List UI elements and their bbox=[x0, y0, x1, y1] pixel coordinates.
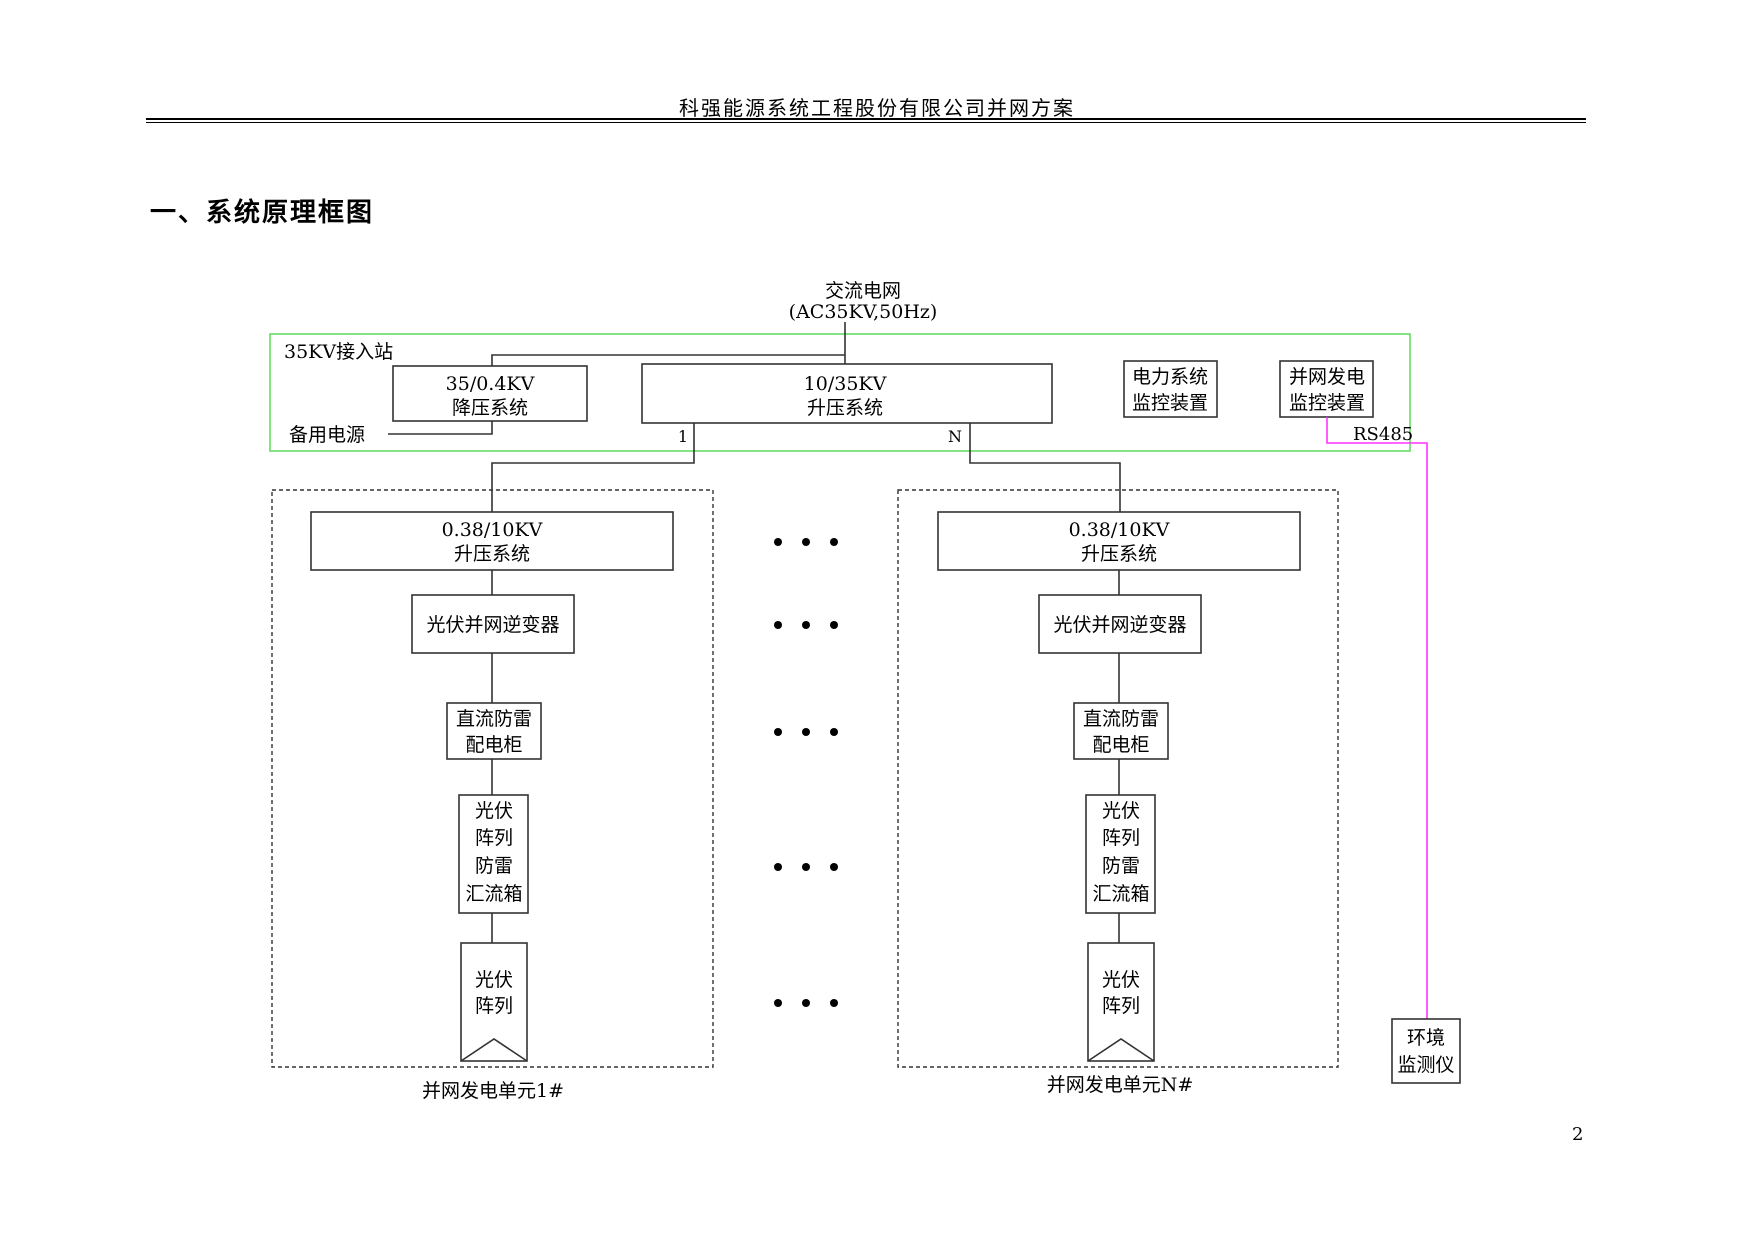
ellipsis-dot bbox=[802, 538, 810, 546]
env-monitor-line1: 环境 bbox=[1407, 1027, 1445, 1049]
unit-1-combiner-line4: 汇流箱 bbox=[465, 883, 522, 905]
grid-monitor-box bbox=[1279, 360, 1374, 418]
ellipsis-dot bbox=[774, 538, 782, 546]
unit-n-combiner-line3: 防雷 bbox=[1102, 855, 1140, 877]
unit-n-combiner-line1: 光伏 bbox=[1102, 800, 1140, 822]
unit-n-combiner-line2: 阵列 bbox=[1102, 827, 1140, 849]
unit-n-stepup-line2: 升压系统 bbox=[1081, 543, 1157, 565]
stepup-main-box bbox=[641, 363, 1053, 424]
backup-power-line bbox=[388, 421, 493, 435]
header-rule bbox=[146, 118, 1586, 120]
ellipsis-dot bbox=[830, 538, 838, 546]
unit-1-container bbox=[271, 489, 714, 1068]
ellipsis-dot bbox=[802, 999, 810, 1007]
env-monitor-box bbox=[1391, 1018, 1461, 1084]
power-monitor-box bbox=[1123, 360, 1218, 418]
grid-monitor-line2: 监控装置 bbox=[1289, 392, 1365, 414]
unit-1-combiner-box bbox=[458, 794, 529, 914]
ellipsis-dot bbox=[774, 999, 782, 1007]
ellipsis-dot bbox=[774, 621, 782, 629]
stepdown-line1: 35/0.4KV bbox=[446, 373, 535, 395]
ellipsis-dot bbox=[830, 863, 838, 871]
backup-power-label: 备用电源 bbox=[289, 424, 365, 446]
unit-n-array-line1: 光伏 bbox=[1102, 969, 1140, 991]
unit-1-label: 并网发电单元1# bbox=[422, 1080, 564, 1102]
generation-unit-n: 0.38/10KV 升压系统 光伏并网逆变器 直流防雷 配电柜 光伏 阵列 防雷… bbox=[897, 489, 1339, 1096]
unit-1-stepup-line1: 0.38/10KV bbox=[442, 519, 543, 541]
unit-1-inverter-label: 光伏并网逆变器 bbox=[426, 614, 559, 636]
station-label: 35KV接入站 bbox=[284, 341, 393, 363]
stepup-main-line1: 10/35KV bbox=[804, 373, 887, 395]
unit-1-array-line1: 光伏 bbox=[475, 969, 513, 991]
unit-1-array-box bbox=[460, 942, 528, 1062]
stepup-port-first: 1 bbox=[678, 427, 688, 446]
unit-n-stepup-line1: 0.38/10KV bbox=[1069, 519, 1170, 541]
stepdown-system-box bbox=[392, 365, 588, 422]
unit-n-label: 并网发电单元N# bbox=[1047, 1074, 1194, 1096]
ellipsis-dot bbox=[830, 621, 838, 629]
unit-n-array-chevron bbox=[1087, 1038, 1155, 1062]
stepup-main-line2: 升压系统 bbox=[807, 397, 883, 419]
unit-1-combiner-line3: 防雷 bbox=[475, 855, 513, 877]
unit-n-inverter-box bbox=[1038, 594, 1202, 654]
unit-1-dc-cabinet-line2: 配电柜 bbox=[465, 734, 522, 756]
ellipsis-dot bbox=[830, 728, 838, 736]
ellipsis-dot bbox=[774, 863, 782, 871]
ellipsis-dots bbox=[774, 538, 838, 1007]
ellipsis-dot bbox=[830, 999, 838, 1007]
unit-n-array-box bbox=[1087, 942, 1155, 1062]
unit-1-array-chevron bbox=[460, 1038, 528, 1062]
rs485-link-line bbox=[1326, 417, 1428, 1019]
ellipsis-dot bbox=[774, 728, 782, 736]
unit-n-array-line2: 阵列 bbox=[1102, 995, 1140, 1017]
generation-unit-1: 0.38/10KV 升压系统 光伏并网逆变器 直流防雷 配电柜 光伏 阵列 防雷… bbox=[271, 489, 714, 1102]
stepup-port-last: N bbox=[948, 427, 962, 446]
unit-1-combiner-line1: 光伏 bbox=[475, 800, 513, 822]
feeder-line-unit-n bbox=[969, 423, 1121, 512]
power-monitor-line1: 电力系统 bbox=[1132, 366, 1208, 388]
station-container bbox=[269, 333, 1411, 452]
unit-n-dc-cabinet-line1: 直流防雷 bbox=[1083, 708, 1159, 730]
page-number: 2 bbox=[1572, 1124, 1584, 1145]
unit-1-dc-cabinet-box bbox=[446, 702, 542, 760]
stepdown-feeder-line bbox=[491, 354, 845, 366]
unit-1-dc-cabinet-line1: 直流防雷 bbox=[456, 708, 532, 730]
grid-label-line1: 交流电网 bbox=[825, 280, 901, 302]
grid-monitor-line1: 并网发电 bbox=[1289, 366, 1365, 388]
stepdown-line2: 降压系统 bbox=[452, 397, 528, 419]
section-title: 一、系统原理框图 bbox=[150, 198, 375, 228]
unit-n-container bbox=[897, 489, 1339, 1068]
ellipsis-dot bbox=[802, 863, 810, 871]
power-monitor-line2: 监控装置 bbox=[1132, 392, 1208, 414]
env-monitor-line2: 监测仪 bbox=[1397, 1054, 1454, 1076]
feeder-line-unit-1 bbox=[491, 423, 695, 512]
ellipsis-dot bbox=[802, 728, 810, 736]
unit-1-array-line2: 阵列 bbox=[475, 995, 513, 1017]
unit-n-dc-cabinet-line2: 配电柜 bbox=[1092, 734, 1149, 756]
header-title: 科强能源系统工程股份有限公司并网方案 bbox=[679, 96, 1075, 120]
header-rule-thin bbox=[146, 122, 1586, 123]
grid-label-line2: (AC35KV,50Hz) bbox=[789, 301, 938, 323]
unit-n-dc-cabinet-box bbox=[1073, 702, 1169, 760]
ellipsis-dot bbox=[802, 621, 810, 629]
unit-1-combiner-line2: 阵列 bbox=[475, 827, 513, 849]
rs485-label: RS485 bbox=[1353, 424, 1413, 445]
unit-1-stepup-line2: 升压系统 bbox=[454, 543, 530, 565]
unit-n-combiner-box bbox=[1085, 794, 1156, 914]
unit-n-inverter-label: 光伏并网逆变器 bbox=[1053, 614, 1186, 636]
unit-n-combiner-line4: 汇流箱 bbox=[1092, 883, 1149, 905]
unit-1-inverter-box bbox=[411, 594, 575, 654]
